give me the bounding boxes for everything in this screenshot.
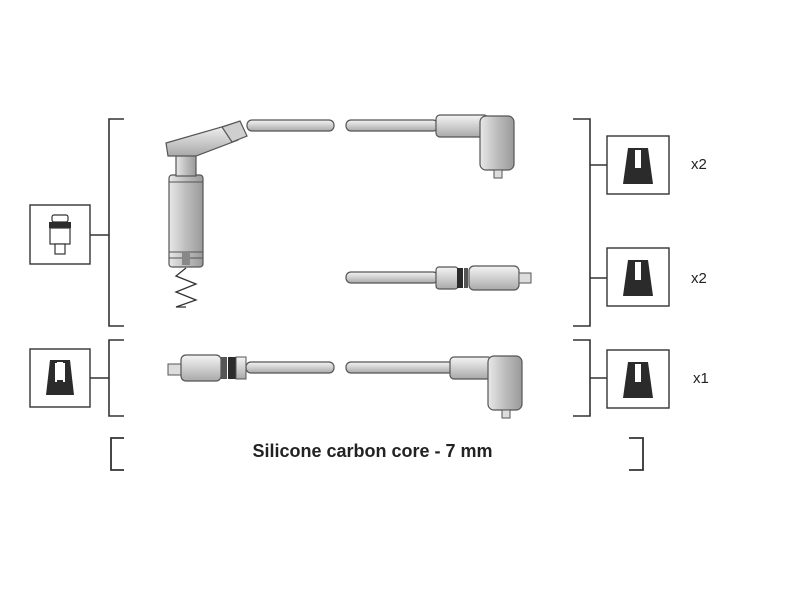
caption-bracket-right xyxy=(629,437,644,471)
boot-connector-icon-bottom xyxy=(606,349,670,409)
quantity-label-top: x2 xyxy=(691,156,707,173)
boot-connector-icon-middle xyxy=(606,247,670,307)
left-bracket-bottom xyxy=(108,339,124,417)
boot-connector-icon-left xyxy=(29,348,91,408)
left-bracket-top xyxy=(108,118,124,327)
right-bracket-bottom xyxy=(573,339,591,417)
ignition-lead-3 xyxy=(167,354,523,419)
cable-spec-caption: Silicone carbon core - 7 mm xyxy=(252,441,493,461)
ignition-lead-2 xyxy=(345,265,532,291)
quantity-label-bottom: x1 xyxy=(693,370,709,387)
ignition-lead-1 xyxy=(165,114,515,308)
spark-plug-connector-icon xyxy=(29,204,91,265)
boot-connector-icon-top xyxy=(606,135,670,195)
quantity-label-middle: x2 xyxy=(691,270,707,287)
caption-bracket-left xyxy=(110,437,124,471)
right-bracket-top xyxy=(573,118,591,327)
